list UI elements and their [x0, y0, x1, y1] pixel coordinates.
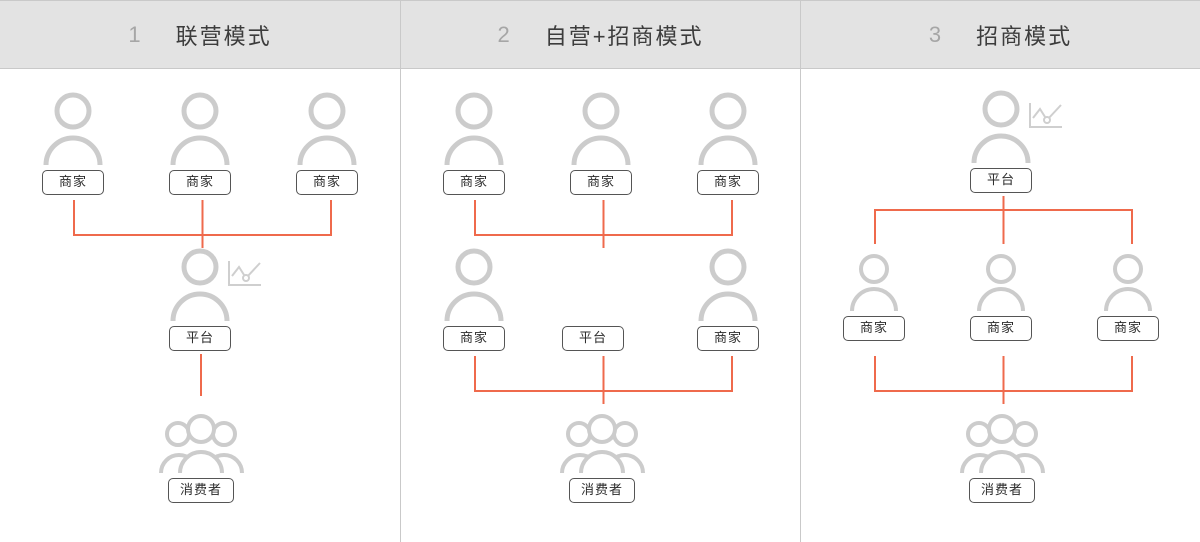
node-label: 商家 — [1097, 316, 1159, 341]
node-platform[interactable]: 平台 — [562, 323, 624, 351]
person-icon — [288, 89, 366, 167]
node-merchant-right[interactable]: 商家 — [1097, 251, 1159, 341]
panel-index: 3 — [928, 21, 943, 47]
person-icon — [689, 89, 767, 167]
connector-merchants-to-consumer — [861, 354, 1146, 406]
panel-title: 自营+招商模式 — [544, 23, 704, 49]
chart-badge-icon — [227, 259, 263, 289]
node-label: 商家 — [169, 170, 231, 195]
node-consumer[interactable]: 消费者 — [956, 413, 1048, 503]
panel-header: 1 联营模式 — [0, 1, 400, 69]
node-consumer[interactable]: 消费者 — [556, 413, 648, 503]
connector-platform-to-consumer — [199, 354, 203, 396]
node-merchant-right[interactable]: 商家 — [288, 89, 366, 195]
panel-title: 联营模式 — [175, 23, 272, 49]
node-label: 商家 — [843, 316, 905, 341]
panel-canvas: 商家 商家 商家 — [0, 69, 400, 542]
connector-midrow-to-consumer — [461, 354, 746, 406]
person-icon — [435, 245, 513, 323]
panel-lianying-mode: 1 联营模式 商家 — [0, 1, 400, 542]
panel-zhaoshang-mode: 3 招商模式 — [800, 1, 1200, 542]
people-group-icon — [956, 413, 1048, 475]
node-merchant-mid-left[interactable]: 商家 — [435, 245, 513, 351]
node-label: 商家 — [970, 316, 1032, 341]
panel-index: 1 — [128, 21, 142, 47]
node-merchant-top-left[interactable]: 商家 — [435, 89, 513, 195]
connector-merchants-to-platform — [60, 198, 345, 250]
person-with-chart-icon — [161, 245, 261, 323]
node-consumer[interactable]: 消费者 — [155, 413, 247, 503]
person-icon — [843, 251, 905, 313]
person-icon — [689, 245, 767, 323]
person-with-chart-icon — [962, 87, 1062, 165]
panel-index: 2 — [497, 21, 511, 47]
connector-merchants-to-platform — [461, 198, 746, 250]
panel-title: 招商模式 — [976, 23, 1073, 49]
node-merchant-center[interactable]: 商家 — [161, 89, 239, 195]
person-icon — [34, 89, 112, 167]
panel-canvas: 平台 商家 — [801, 69, 1200, 542]
person-icon — [562, 89, 640, 167]
node-label: 消费者 — [568, 478, 635, 503]
node-platform[interactable]: 平台 — [962, 87, 1062, 193]
panel-header: 2 自营+招商模式 — [401, 1, 800, 69]
node-label: 商家 — [443, 170, 505, 195]
node-label: 商家 — [697, 170, 759, 195]
node-label: 商家 — [443, 326, 505, 351]
chart-badge-icon — [1028, 101, 1064, 131]
person-icon — [970, 251, 1032, 313]
person-icon — [435, 89, 513, 167]
panel-header: 3 招商模式 — [801, 1, 1200, 69]
people-group-icon — [556, 413, 648, 475]
node-merchant-left[interactable]: 商家 — [34, 89, 112, 195]
panel-canvas: 商家 商家 商家 — [401, 69, 801, 542]
node-label: 平台 — [562, 326, 624, 351]
node-label: 平台 — [970, 168, 1032, 193]
people-group-icon — [155, 413, 247, 475]
connector-platform-to-merchants — [861, 196, 1146, 246]
node-merchant-left[interactable]: 商家 — [843, 251, 905, 341]
node-merchant-top-center[interactable]: 商家 — [562, 89, 640, 195]
node-label: 平台 — [169, 326, 231, 351]
node-label: 消费者 — [167, 478, 234, 503]
node-label: 商家 — [570, 170, 632, 195]
node-label: 消费者 — [968, 478, 1035, 503]
node-label: 商家 — [42, 170, 104, 195]
panel-ziying-zhaoshang-mode: 2 自营+招商模式 商家 — [400, 1, 800, 542]
person-icon — [1097, 251, 1159, 313]
node-merchant-top-right[interactable]: 商家 — [689, 89, 767, 195]
node-merchant-mid-right[interactable]: 商家 — [689, 245, 767, 351]
node-label: 商家 — [296, 170, 358, 195]
node-label: 商家 — [697, 326, 759, 351]
node-platform[interactable]: 平台 — [161, 245, 261, 351]
person-icon — [161, 89, 239, 167]
node-merchant-center[interactable]: 商家 — [970, 251, 1032, 341]
